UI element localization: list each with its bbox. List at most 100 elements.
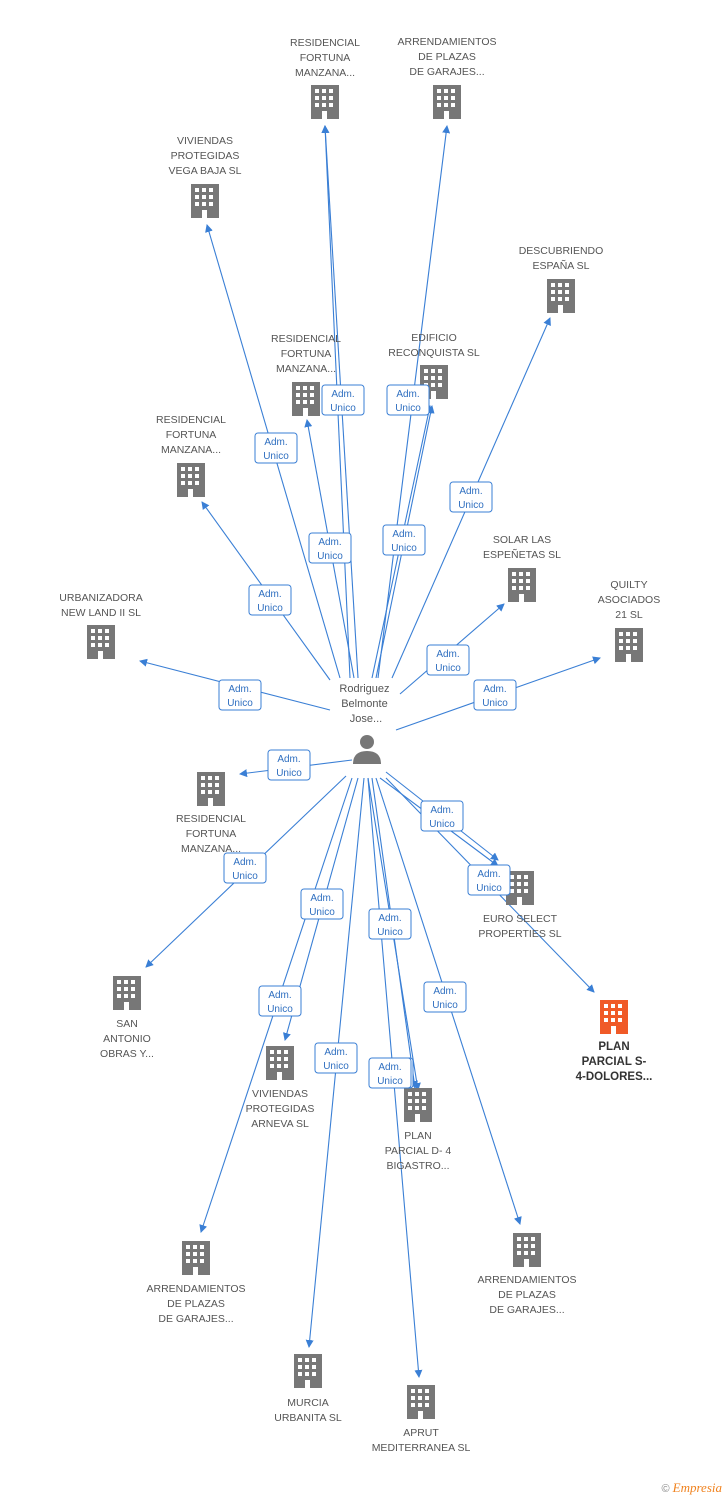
badge-box [267,749,311,781]
badge-line-2: Unico [458,500,484,511]
badge-box [248,584,292,616]
badge-line-1: Adm. [233,857,256,868]
company-label-line: DE PLAZAS [418,51,476,63]
company-label-line: PLAN [404,1130,431,1142]
role-badge-extra-edificio-reconquista[interactable]: Adm.Unico [386,384,430,416]
role-badge-arrendamientos-left[interactable]: Adm.Unico [258,985,302,1017]
company-label: QUILTY ASOCIADOS 21 SL [598,579,660,621]
badge-box [368,908,412,940]
company-label-line: VIVIENDAS [177,135,233,147]
badge-line-1: Adm. [331,389,354,400]
badge-box [420,800,464,832]
badge-line-2: Unico [432,1000,458,1011]
center-person[interactable]: Rodriguez Belmonte Jose... [339,683,392,764]
company-label-line: ARRENDAMIENTOS [478,1274,577,1286]
badge-line-2: Unico [377,1076,403,1087]
company-label-line: DE GARAJES... [158,1313,233,1325]
role-badge-murcia-urbanita[interactable]: Adm.Unico [314,1042,358,1074]
badge-line-2: Unico [435,663,461,674]
badge-line-1: Adm. [477,869,500,880]
company-label-line: PLAN [598,1041,629,1053]
role-badge-arrendamientos-top[interactable]: Adm. Unico [382,524,426,556]
company-label-line: MANZANA... [276,363,336,375]
role-badge-plan-parcial-s4[interactable]: Adm.Unico [467,864,511,896]
badge-box [308,532,352,564]
badge-line-1: Adm. [228,684,251,695]
role-badge-viviendas-vega-baja[interactable]: Adm.Unico [254,432,298,464]
badge-box [368,1057,412,1089]
badge-line-2: Unico [257,603,283,614]
badges-layer: Adm.UnicoAdm.UnicoAdm.UnicoAdm.UnicoAdm.… [218,384,517,1089]
role-badge-extra-plan-parcial-d4[interactable]: Adm. Unico [368,1057,412,1089]
badge-box [423,981,467,1013]
company-label-line: EURO SELECT [483,913,558,925]
role-badge-urbanizadora-new-land[interactable]: Adm.Unico [218,679,262,711]
brand-logo[interactable]: Empresia [672,1480,722,1495]
role-badge-euro-select[interactable]: Adm.Unico [420,800,464,832]
company-label-line: QUILTY [610,579,647,591]
badge-line-2: Unico [330,403,356,414]
company-label-line: OBRAS Y... [100,1048,154,1060]
role-badge-arrendamientos-right[interactable]: Adm. Unico [423,981,467,1013]
company-node-edificio-reconquista[interactable]: EDIFICIO RECONQUISTA SL [388,332,480,399]
company-label-line: URBANITA SL [274,1412,342,1424]
role-badge-residencial-fortuna-mid[interactable]: Adm.Unico [308,532,352,564]
role-badge-extra-residencial-fortuna-top[interactable]: Adm. Unico [321,384,365,416]
center-label-line: Jose... [350,713,382,725]
badge-line-1: Adm. [310,893,333,904]
badge-box [218,679,262,711]
badge-line-1: Adm. [433,986,456,997]
badge-line-1: Adm. [392,529,415,540]
badge-box [314,1042,358,1074]
role-badge-residencial-fortuna-low[interactable]: Adm.Unico [267,749,311,781]
badge-line-1: Adm. [258,589,281,600]
role-badge-viviendas-arneva[interactable]: Adm.Unico [300,888,344,920]
badge-line-1: Adm. [378,913,401,924]
company-label-line: RECONQUISTA SL [388,347,480,359]
role-badge-descubriendo-espana[interactable]: Adm.Unico [449,481,493,513]
badge-line-2: Unico [429,819,455,830]
company-label-line: ASOCIADOS [598,594,660,606]
role-badge-quilty-asociados[interactable]: Adm.Unico [473,679,517,711]
company-label-line: FORTUNA [186,828,237,840]
center-label: Rodriguez Belmonte Jose... [339,683,392,725]
badge-line-1: Adm. [264,437,287,448]
company-label-line: PARCIAL D- 4 [385,1145,452,1157]
role-badge-solar-las-espenetas[interactable]: Adm.Unico [426,644,470,676]
badge-line-2: Unico [391,543,417,554]
role-badge-residencial-fortuna-left[interactable]: Adm. Unico [248,584,292,616]
company-node-quilty-asociados[interactable]: QUILTY ASOCIADOS 21 SL [598,579,660,662]
company-label-line: EDIFICIO [411,332,457,344]
badge-box [426,644,470,676]
badge-box [449,481,493,513]
company-label-line: URBANIZADORA [59,592,142,604]
role-badge-san-antonio[interactable]: Adm.Unico [223,852,267,884]
role-badge-plan-parcial-d4[interactable]: Adm.Unico [368,908,412,940]
company-label-line: FORTUNA [281,348,332,360]
badge-box [223,852,267,884]
company-label-line: 21 SL [615,609,643,621]
badge-line-1: Adm. [378,1062,401,1073]
